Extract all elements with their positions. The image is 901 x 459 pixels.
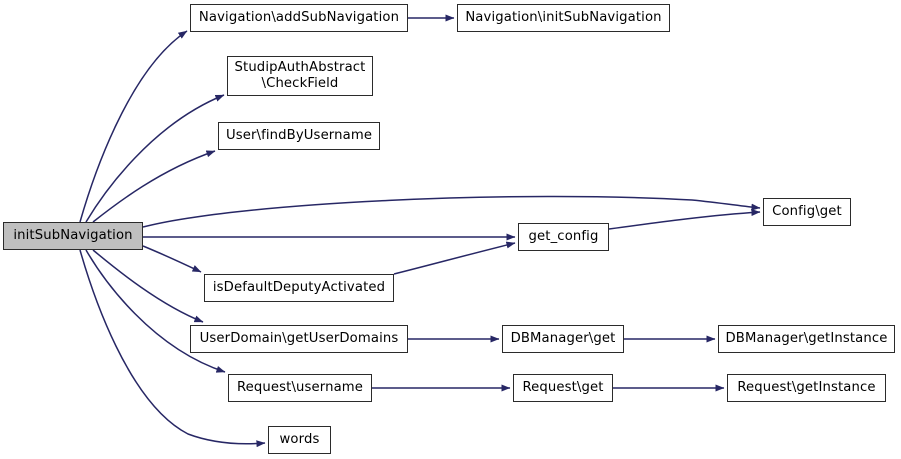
edge-initSubNavigation-to-configGet bbox=[142, 195, 761, 228]
edge-isDefaultDeputyActivated-to-getConfig bbox=[393, 241, 516, 275]
node-label: Request\username bbox=[236, 380, 364, 396]
node-initSubNavigation[interactable]: initSubNavigation bbox=[3, 222, 143, 250]
node-label: Request\getInstance bbox=[737, 380, 876, 396]
node-words[interactable]: words bbox=[268, 426, 331, 454]
node-label: StudipAuthAbstract \CheckField bbox=[234, 60, 366, 91]
node-navigation-addSubNavigation[interactable]: Navigation\addSubNavigation bbox=[190, 4, 408, 32]
node-dbManager-get[interactable]: DBManager\get bbox=[502, 325, 624, 353]
node-isDefaultDeputyActivated[interactable]: isDefaultDeputyActivated bbox=[204, 274, 394, 302]
node-user-findByUsername[interactable]: User\findByUsername bbox=[218, 122, 380, 150]
node-label: Request\get bbox=[522, 380, 604, 396]
node-userDomain-getUserDomains[interactable]: UserDomain\getUserDomains bbox=[190, 325, 408, 353]
node-request-getInstance[interactable]: Request\getInstance bbox=[727, 374, 886, 402]
node-label: Navigation\addSubNavigation bbox=[198, 10, 400, 26]
edge-initSubNavigation-to-navAddSubNavigation bbox=[79, 30, 188, 223]
node-get-config[interactable]: get_config bbox=[518, 223, 609, 251]
node-dbManager-getInstance[interactable]: DBManager\getInstance bbox=[718, 325, 895, 353]
edge-initSubNavigation-to-userDomainGetUserDomains bbox=[92, 249, 204, 323]
node-config-get[interactable]: Config\get bbox=[763, 198, 851, 226]
node-label: words bbox=[279, 432, 320, 448]
node-request-username[interactable]: Request\username bbox=[228, 374, 372, 402]
node-label: DBManager\get bbox=[510, 331, 616, 347]
node-label: get_config bbox=[528, 229, 599, 245]
node-label: Navigation\initSubNavigation bbox=[465, 10, 662, 26]
edge-initSubNavigation-to-isDefaultDeputyActivated bbox=[142, 245, 202, 273]
edge-initSubNavigation-to-studipAuthAbstractCheckField bbox=[85, 94, 225, 223]
node-label: isDefaultDeputyActivated bbox=[212, 280, 386, 296]
node-studipAuthAbstract-checkField[interactable]: StudipAuthAbstract \CheckField bbox=[227, 56, 373, 96]
node-request-get[interactable]: Request\get bbox=[513, 374, 613, 402]
node-label: initSubNavigation bbox=[13, 228, 133, 244]
edge-initSubNavigation-to-requestUsername bbox=[85, 249, 226, 373]
node-label: Config\get bbox=[772, 204, 842, 220]
node-label: DBManager\getInstance bbox=[725, 331, 888, 347]
edge-getConfig-to-configGet bbox=[608, 209, 761, 230]
node-label: UserDomain\getUserDomains bbox=[199, 331, 399, 347]
edge-initSubNavigation-to-userFindByUsername bbox=[92, 150, 216, 223]
node-navigation-initSubNavigation[interactable]: Navigation\initSubNavigation bbox=[457, 4, 670, 32]
node-label: User\findByUsername bbox=[225, 128, 373, 144]
